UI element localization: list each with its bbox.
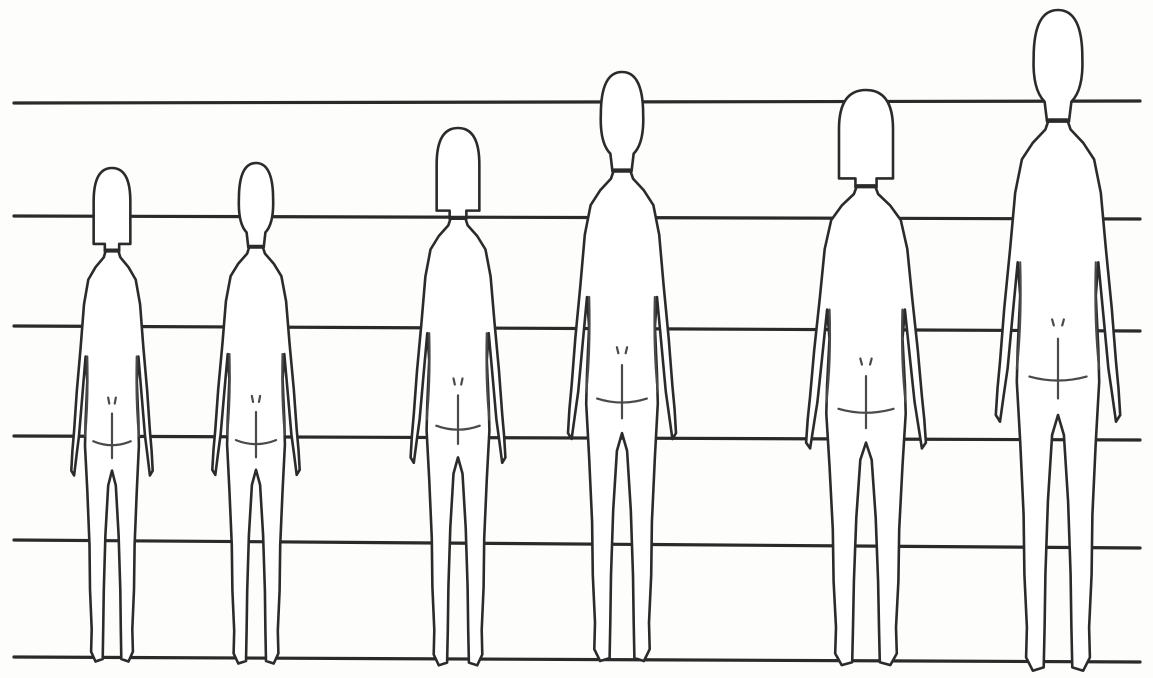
head-mask	[1034, 10, 1083, 122]
figure-5	[806, 90, 926, 665]
figure-2	[212, 163, 299, 664]
reference-line-1	[14, 101, 1140, 103]
figure-1	[71, 168, 152, 662]
reference-line-6	[14, 657, 1140, 662]
head-mask	[839, 90, 893, 187]
head-mask	[94, 168, 131, 251]
head-mask	[239, 163, 273, 248]
reference-line-5	[14, 540, 1140, 548]
figure-4	[568, 72, 676, 661]
reference-line-4	[14, 436, 1140, 440]
figure-3	[411, 128, 506, 665]
head-mask	[437, 128, 480, 219]
head-mask	[601, 72, 644, 171]
reference-line-2	[14, 216, 1140, 219]
figure-row	[71, 10, 1120, 671]
figure-6	[996, 10, 1120, 671]
